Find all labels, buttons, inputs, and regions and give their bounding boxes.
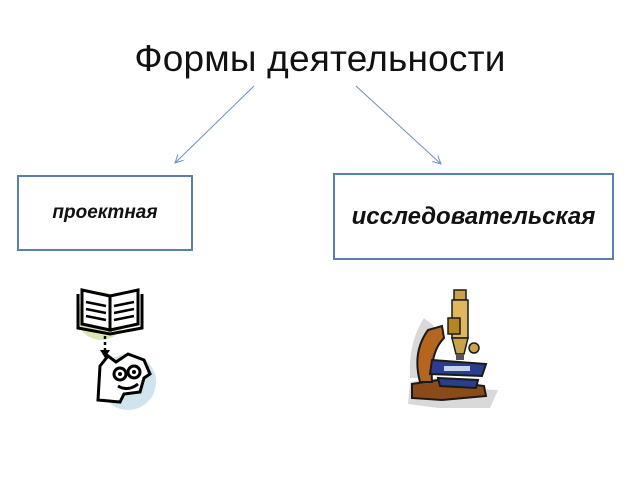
arrow-right (355, 85, 441, 164)
diagram-title: Формы деятельности (134, 38, 506, 79)
book-and-thinker-icon (76, 288, 156, 410)
research-activity-label: исследовательская (351, 202, 596, 230)
arrow-left (175, 85, 255, 163)
project-activity-label: проектная (52, 202, 158, 223)
project-activity-box: проектная (17, 175, 193, 251)
research-activity-box: исследовательская (333, 173, 614, 260)
microscope-icon (408, 289, 498, 408)
